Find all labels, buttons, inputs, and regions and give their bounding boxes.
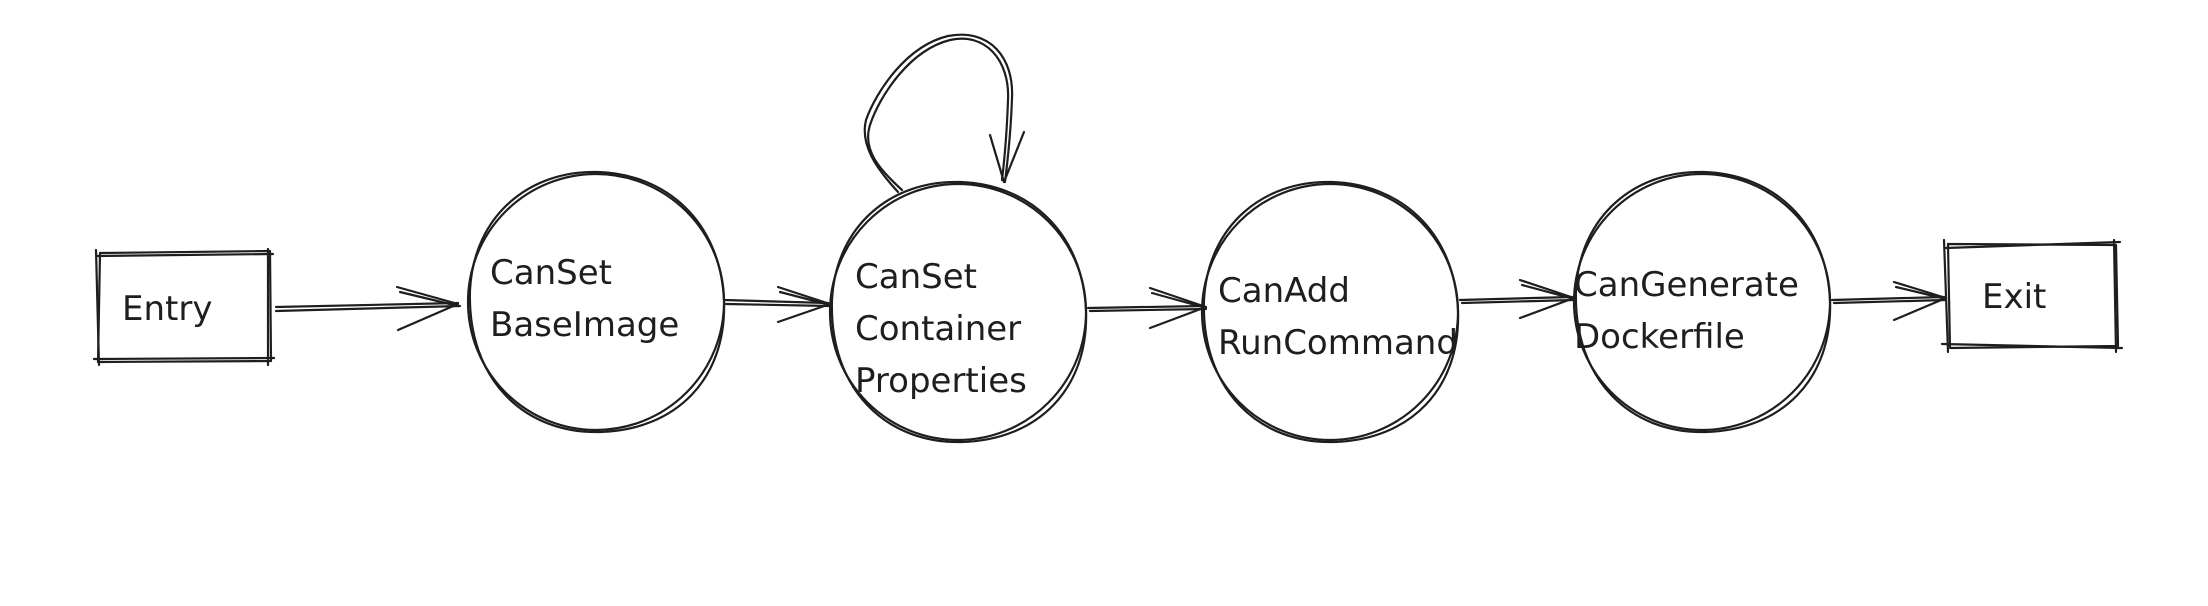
state-run-command-line-2: RunCommand [1218,323,1458,363]
transition-run-command-to-generate-dockerfile [1458,278,1576,320]
state-run-command: CanAdd RunCommand [1200,180,1460,444]
transition-entry-to-base-image [274,285,462,332]
state-generate-dockerfile-line-2: Dockerfile [1574,317,1745,357]
exit-label: Exit [1982,277,2046,317]
exit-node: Exit [1940,238,2124,354]
entry-label: Entry [122,289,212,329]
state-base-image: CanSet BaseImage [466,170,726,434]
state-generate-dockerfile-line-1: CanGenerate [1574,265,1799,305]
transition-generate-dockerfile-to-exit [1830,280,1948,322]
transition-container-properties-to-run-command [1086,286,1208,330]
state-run-command-line-1: CanAdd [1218,271,1350,311]
transition-base-image-to-container-properties [722,285,832,324]
transition-container-properties-self-loop [863,33,1026,194]
state-generate-dockerfile: CanGenerate Dockerfile [1572,170,1832,434]
state-container-properties-line-1: CanSet [855,257,977,297]
state-container-properties-line-2: Container [855,309,1021,349]
state-base-image-line-1: CanSet [490,253,612,293]
state-container-properties-line-3: Properties [855,361,1027,401]
state-container-properties: CanSet Container Properties [828,180,1088,444]
state-base-image-line-2: BaseImage [490,305,679,345]
entry-node: Entry [92,247,276,367]
